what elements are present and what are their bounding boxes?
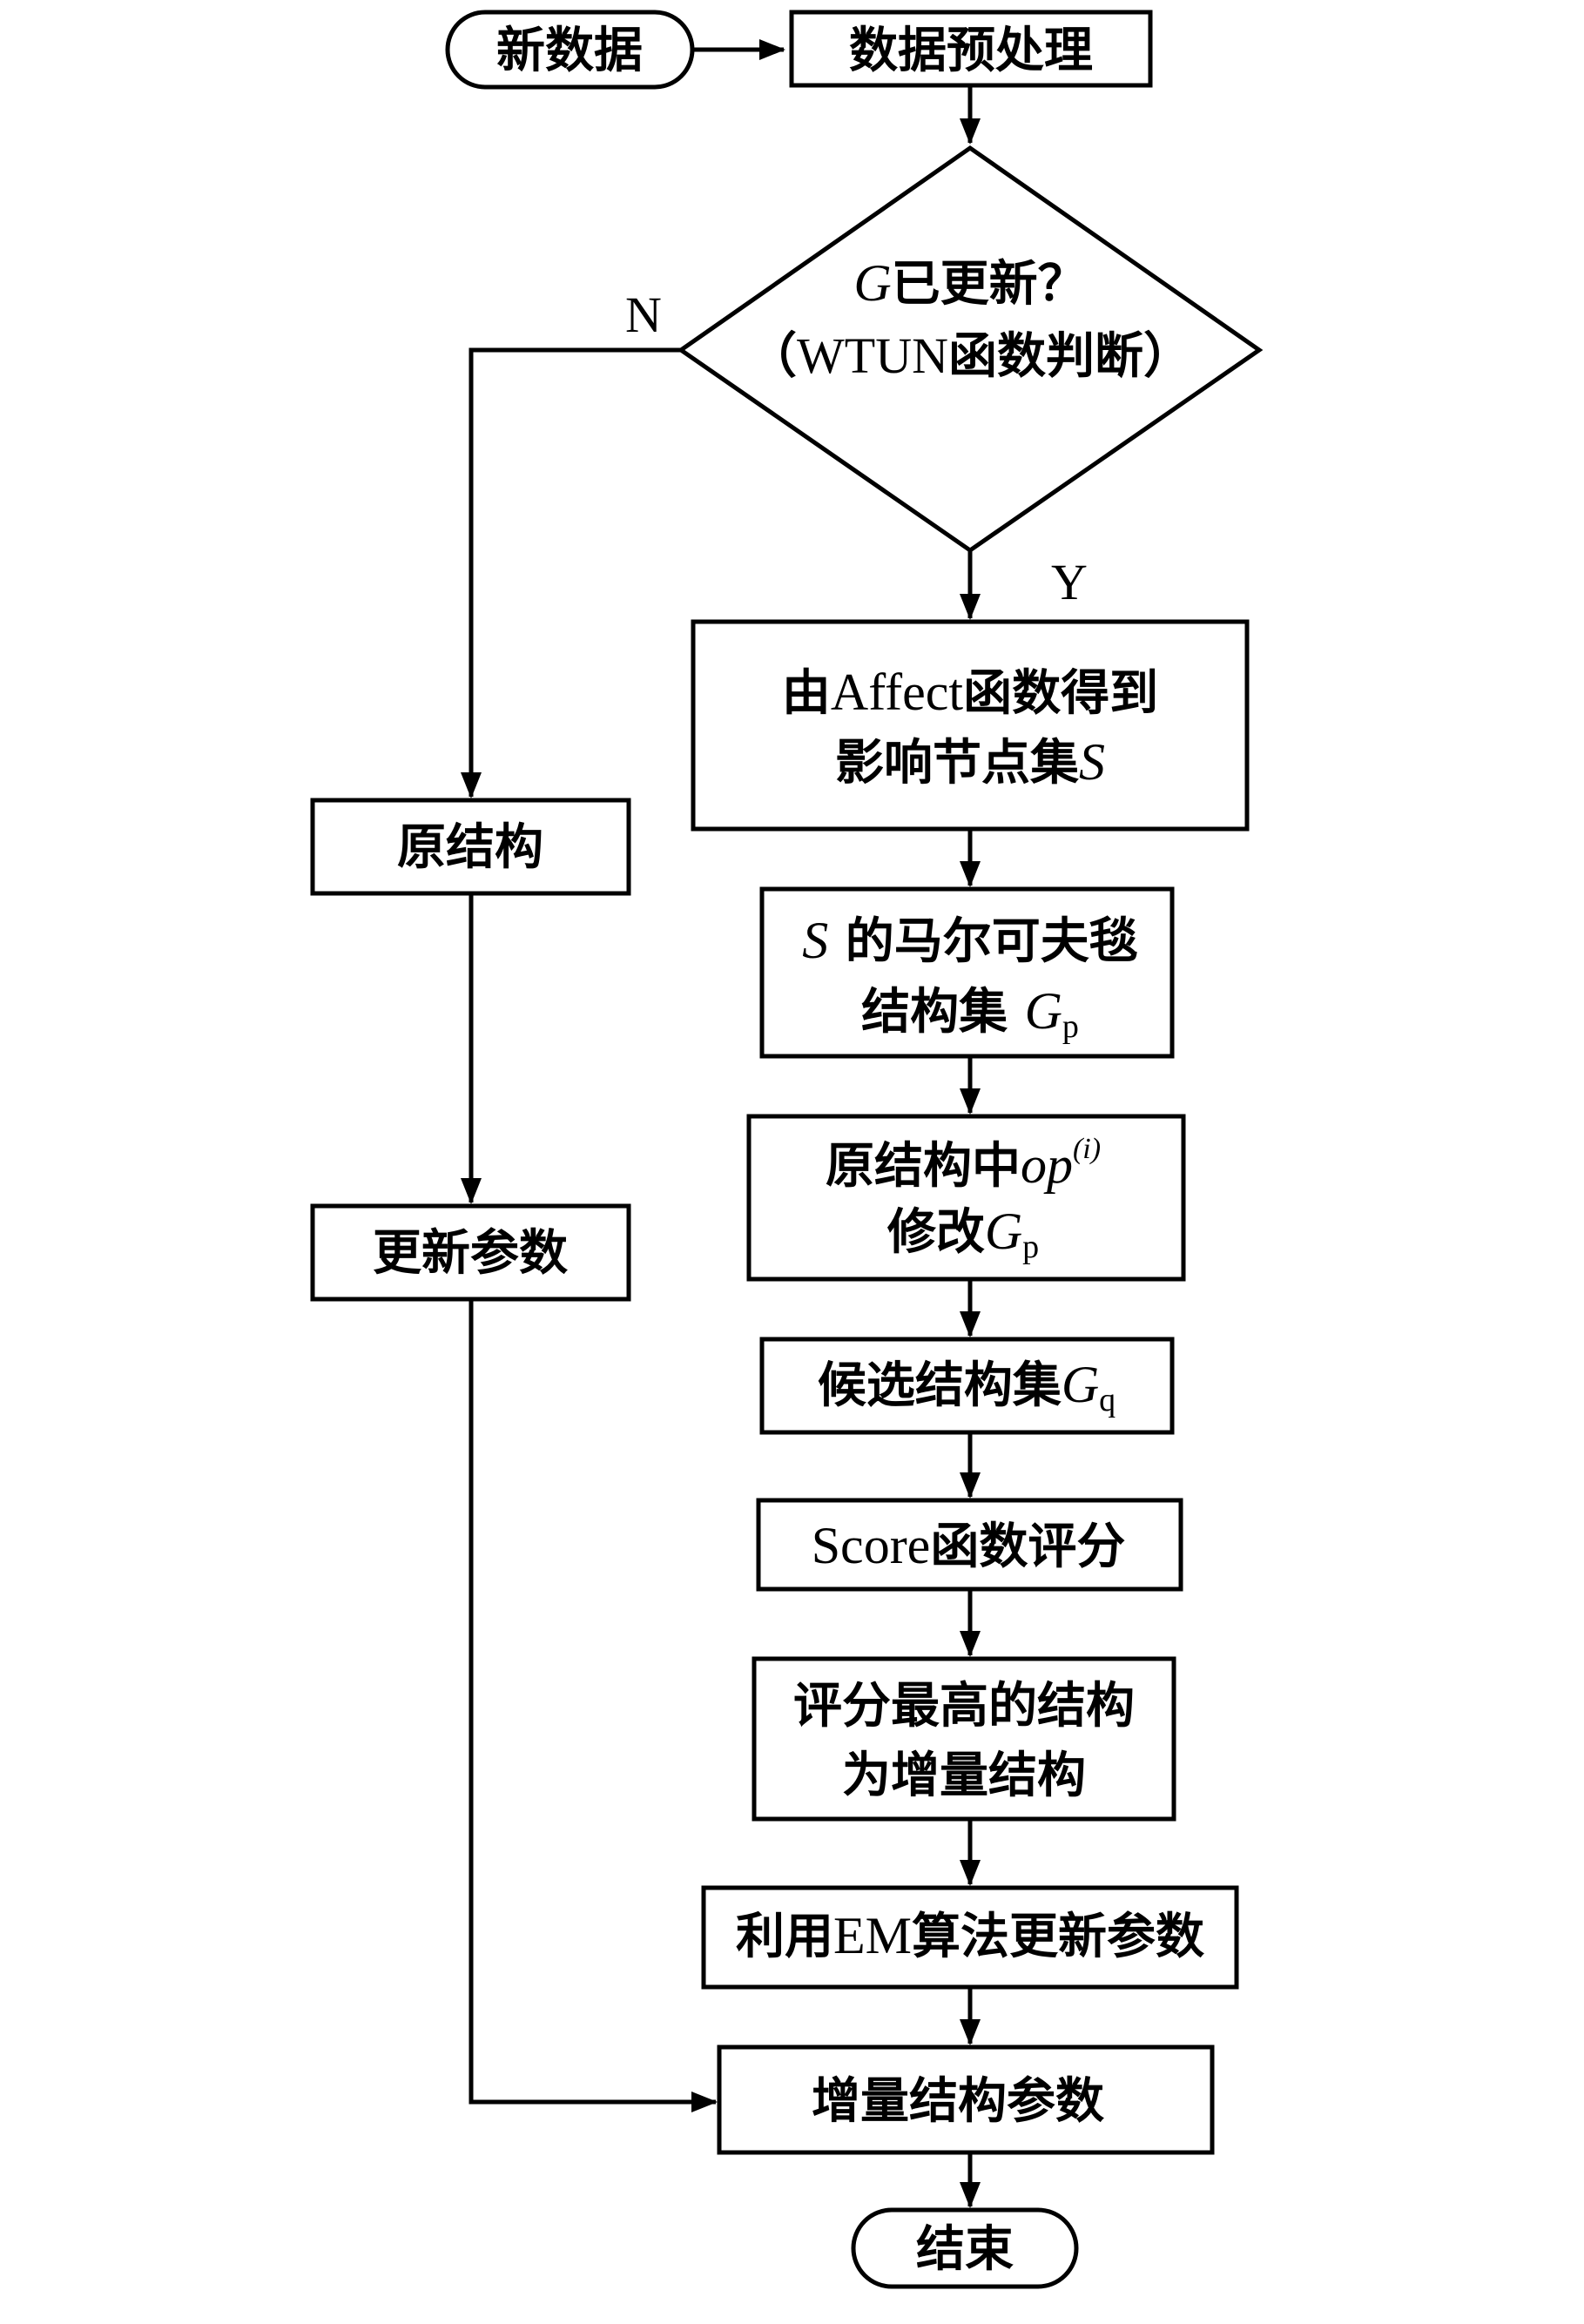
node-affect-line2: 影响节点集S	[835, 733, 1105, 792]
node-end: 结束	[851, 2207, 1079, 2289]
node-em-label: 利用EM算法更新参数	[736, 1907, 1204, 1965]
node-em: 利用EM算法更新参数	[701, 1885, 1239, 1990]
node-modify-line1: 原结构中op(i)	[826, 1133, 1101, 1195]
edge-decision-original	[461, 347, 681, 798]
node-candidate: 候选结构集Gq	[759, 1337, 1175, 1435]
node-modify-line2: 修改Gp	[887, 1202, 1039, 1265]
node-preprocess-label: 数据预处理	[849, 23, 1093, 79]
edge-label-no: N	[625, 286, 662, 343]
node-affect: 由Affect函数得到 影响节点集S	[691, 619, 1250, 832]
edges	[461, 39, 981, 2208]
node-score-label: Score函数评分	[812, 1517, 1126, 1575]
node-best-line1: 评分最高的结构	[793, 1678, 1135, 1735]
node-end-label: 结束	[916, 2221, 1014, 2278]
node-markov: S 的马尔可夫毯 结构集 Gp	[759, 886, 1175, 1059]
node-original-structure: 原结构	[310, 798, 631, 896]
node-affect-line1: 由Affect函数得到	[782, 664, 1158, 722]
node-update-params-label: 更新参数	[373, 1225, 568, 1282]
node-markov-line1: S 的马尔可夫毯	[802, 912, 1138, 970]
node-modify: 原结构中op(i) 修改Gp	[746, 1114, 1186, 1282]
node-new-data: 新数据	[445, 10, 695, 90]
edge-update-incremental	[468, 1299, 718, 2112]
node-new-data-label: 新数据	[496, 23, 643, 79]
node-original-structure-label: 原结构	[397, 819, 543, 876]
node-best: 评分最高的结构 为增量结构	[752, 1656, 1176, 1822]
node-incremental-params-label: 增量结构参数	[812, 2073, 1104, 2130]
node-markov-line2: 结构集 Gp	[861, 982, 1079, 1045]
node-decision-line1: G已更新？	[853, 254, 1086, 313]
node-decision-line2: （WTUN函数判断）	[748, 327, 1192, 385]
node-incremental-params: 增量结构参数	[717, 2044, 1215, 2155]
node-decision: G已更新？ （WTUN函数判断）	[677, 145, 1264, 554]
node-best-line2: 为增量结构	[842, 1748, 1086, 1804]
node-update-params: 更新参数	[310, 1203, 631, 1302]
node-preprocess: 数据预处理	[789, 10, 1153, 88]
node-candidate-label: 候选结构集Gq	[818, 1356, 1116, 1418]
node-score: Score函数评分	[756, 1498, 1183, 1592]
edge-label-yes: Y	[1051, 554, 1088, 610]
